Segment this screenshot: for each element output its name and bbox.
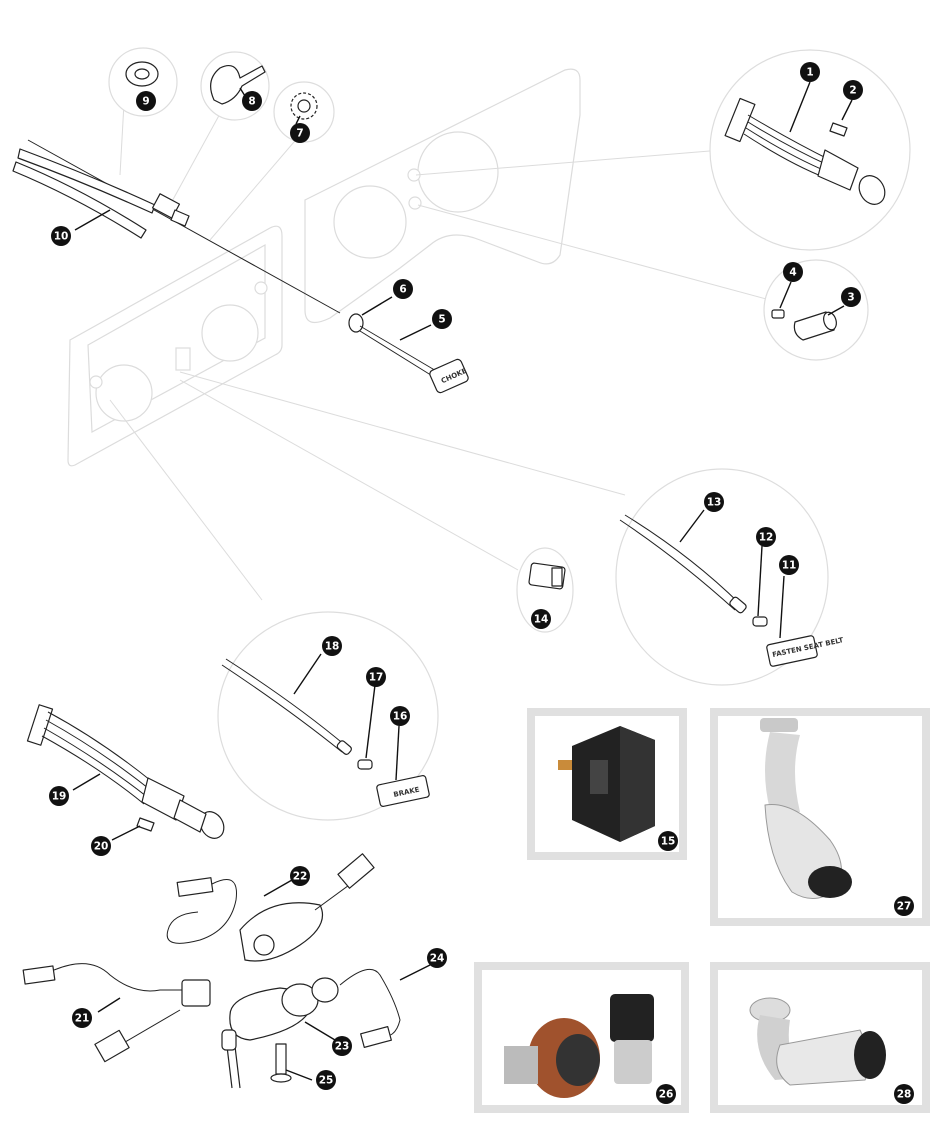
callout-badges: 1234567891011121314151617181920212223242… — [49, 62, 914, 1104]
callout-badge-14: 14 — [531, 609, 551, 629]
rocker-switch-bubble — [516, 547, 574, 633]
callout-badge-19: 19 — [49, 786, 69, 806]
grommet-bubble — [108, 47, 178, 117]
callout-number: 14 — [534, 614, 549, 626]
bulb-holder-bubble — [763, 259, 869, 361]
switch-harness-bubble — [709, 49, 911, 251]
callout-badge-21: 21 — [72, 1008, 92, 1028]
callout-badge-3: 3 — [841, 287, 861, 307]
callout-number: 8 — [248, 96, 255, 108]
callout-badge-24: 24 — [427, 948, 447, 968]
seatbelt-warning-bubble: FASTEN SEAT BELT — [615, 468, 844, 686]
callout-badge-22: 22 — [290, 866, 310, 886]
callout-number: 16 — [393, 711, 408, 723]
callout-number: 15 — [661, 836, 676, 848]
callout-number: 12 — [759, 532, 774, 544]
callout-badge-11: 11 — [779, 555, 799, 575]
callout-badge-17: 17 — [366, 667, 386, 687]
callout-badge-8: 8 — [242, 91, 262, 111]
callout-number: 22 — [293, 871, 308, 883]
callout-number: 20 — [94, 841, 109, 853]
callout-number: 21 — [75, 1013, 90, 1025]
callout-badge-23: 23 — [332, 1036, 352, 1056]
callout-number: 18 — [325, 641, 340, 653]
callout-arrows — [72, 81, 853, 1081]
callout-number: 26 — [659, 1089, 674, 1101]
callout-number: 28 — [897, 1089, 912, 1101]
callout-badge-6: 6 — [393, 279, 413, 299]
callout-number: 5 — [438, 314, 445, 326]
callout-badge-2: 2 — [843, 80, 863, 100]
callout-number: 3 — [847, 292, 854, 304]
choke-knob-assembly: CHOKE — [348, 313, 469, 394]
callout-badge-4: 4 — [783, 262, 803, 282]
callout-badge-5: 5 — [432, 309, 452, 329]
harness-switch-19 — [26, 704, 225, 839]
callout-number: 2 — [849, 85, 856, 97]
callout-number: 23 — [335, 1041, 350, 1053]
photo-panel-27 — [710, 708, 930, 926]
cable-tie-bubble — [200, 51, 270, 121]
callout-badge-9: 9 — [136, 91, 156, 111]
callout-number: 1 — [806, 67, 813, 79]
callout-badge-20: 20 — [91, 836, 111, 856]
callout-badge-16: 16 — [390, 706, 410, 726]
callout-number: 13 — [707, 497, 722, 509]
callout-badge-27: 27 — [894, 896, 914, 916]
photo-panel-26 — [474, 962, 689, 1113]
callout-badge-18: 18 — [322, 636, 342, 656]
callout-number: 25 — [319, 1075, 334, 1087]
callout-number: 27 — [897, 901, 912, 913]
callout-number: 6 — [399, 284, 406, 296]
callout-number: 11 — [782, 560, 797, 572]
callout-badge-15: 15 — [658, 831, 678, 851]
dashboard-panel-right — [304, 68, 581, 324]
callout-number: 10 — [54, 231, 69, 243]
callout-badge-26: 26 — [656, 1084, 676, 1104]
callout-badge-1: 1 — [800, 62, 820, 82]
star-washer-bubble — [273, 81, 335, 143]
callout-number: 4 — [789, 267, 796, 279]
choke-cable-assembly — [12, 148, 190, 239]
callout-badge-12: 12 — [756, 527, 776, 547]
photo-panel-15 — [527, 708, 687, 860]
callout-badge-28: 28 — [894, 1084, 914, 1104]
callout-badge-7: 7 — [290, 123, 310, 143]
callout-number: 24 — [430, 953, 445, 965]
callout-number: 9 — [142, 96, 149, 108]
callout-number: 19 — [52, 791, 67, 803]
callout-badge-25: 25 — [316, 1070, 336, 1090]
callout-number: 7 — [296, 128, 303, 140]
callout-number: 17 — [369, 672, 384, 684]
dashboard-panel-left — [67, 225, 283, 467]
brake-warning-bubble: BRAKE — [217, 611, 439, 821]
callout-badge-13: 13 — [704, 492, 724, 512]
photo-panel-28 — [710, 962, 930, 1113]
switch-group-21-25 — [22, 853, 401, 1089]
callout-badge-10: 10 — [51, 226, 71, 246]
